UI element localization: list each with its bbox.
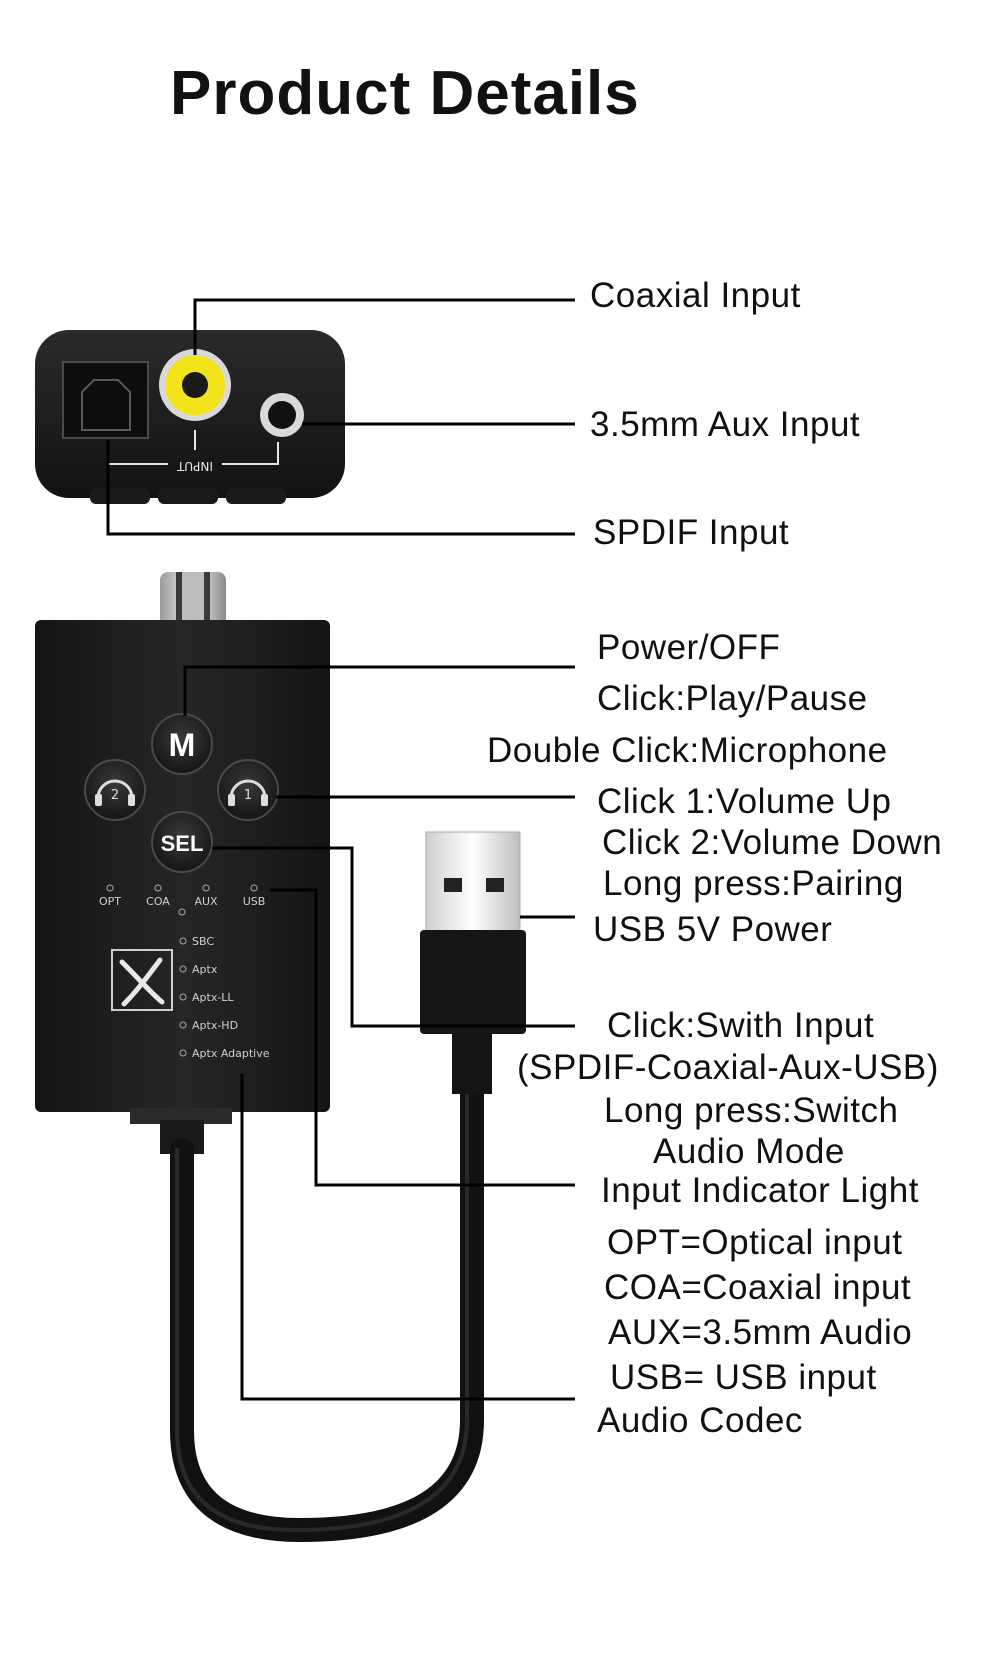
input-indicators: OPT COA AUX USB — [99, 884, 266, 916]
headphone-2-label: 2 — [111, 788, 119, 803]
indicator-opt: OPT — [99, 895, 121, 908]
usb-cable — [170, 1078, 484, 1543]
codec-aptx-ll: Aptx-LL — [192, 991, 234, 1004]
callout-long-press-switch: Long press:Switch — [604, 1091, 899, 1130]
callout-input-order: (SPDIF-Coaxial-Aux-USB) — [517, 1048, 939, 1087]
indicator-coa: COA — [146, 895, 170, 908]
callout-volume-up: Click 1:Volume Up — [597, 782, 892, 821]
callout-aux-input: 3.5mm Aux Input — [590, 405, 861, 444]
device-top-view: INPUT — [35, 330, 345, 504]
headphone-icon — [229, 779, 267, 799]
callout-aux: AUX=3.5mm Audio — [608, 1313, 913, 1352]
headphone-1-button[interactable]: 1 — [217, 759, 279, 821]
optical-port-icon — [62, 361, 149, 439]
callout-volume-down: Click 2:Volume Down — [602, 823, 943, 862]
codec-aptx-adaptive: Aptx Adaptive — [192, 1047, 270, 1060]
callout-pairing: Long press:Pairing — [603, 864, 904, 903]
sel-button[interactable]: SEL — [151, 811, 213, 873]
m-button[interactable]: M — [151, 713, 213, 775]
headphone-icon — [96, 779, 134, 799]
aux-jack-icon — [260, 393, 304, 437]
indicator-aux: AUX — [194, 895, 218, 908]
callout-indicator-light: Input Indicator Light — [601, 1171, 919, 1210]
headphone-1-label: 1 — [244, 788, 252, 803]
coaxial-jack-icon — [159, 349, 231, 421]
usb-plug-icon — [420, 831, 526, 1094]
input-label: INPUT — [176, 459, 213, 473]
x-logo-icon — [111, 949, 173, 1011]
callout-audio-mode: Audio Mode — [653, 1132, 845, 1171]
callout-audio-codec: Audio Codec — [597, 1401, 803, 1440]
callout-coa: COA=Coaxial input — [604, 1268, 912, 1307]
m-button-label: M — [169, 727, 196, 763]
codec-indicators: SBC Aptx Aptx-LL Aptx-HD Aptx Adaptive — [179, 935, 270, 1060]
codec-aptx-hd: Aptx-HD — [192, 1019, 238, 1032]
codec-sbc: SBC — [192, 935, 214, 948]
callout-opt: OPT=Optical input — [607, 1223, 903, 1262]
device-front-view: M 2 1 SEL OPT COA AU — [35, 572, 330, 1154]
callout-coaxial-input: Coaxial Input — [590, 276, 801, 315]
indicator-usb: USB — [243, 895, 266, 908]
sel-button-label: SEL — [161, 831, 204, 856]
callout-spdif-input: SPDIF Input — [593, 513, 790, 552]
page-title: Product Details — [170, 59, 640, 128]
callout-switch-input: Click:Swith Input — [607, 1006, 875, 1045]
leader-lines — [106, 298, 575, 1401]
codec-aptx: Aptx — [192, 963, 218, 976]
callout-play-pause: Click:Play/Pause — [597, 679, 868, 718]
callout-microphone: Double Click:Microphone — [487, 731, 888, 770]
callout-power-off: Power/OFF — [597, 628, 781, 667]
callout-usb: USB= USB input — [610, 1358, 877, 1397]
callout-usb-power: USB 5V Power — [593, 910, 833, 949]
headphone-2-button[interactable]: 2 — [84, 759, 146, 821]
